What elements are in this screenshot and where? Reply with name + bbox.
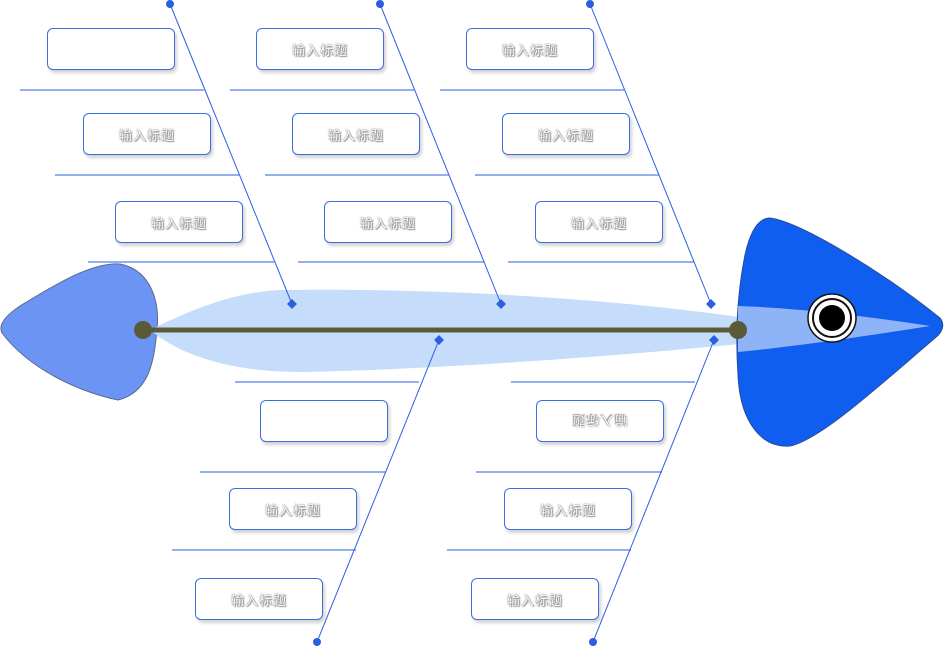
bone-top-3 <box>589 3 712 305</box>
cause-box-label: 输入标题 <box>118 128 175 144</box>
bone-bottom-1 <box>316 339 440 643</box>
bone-top-2-start <box>376 0 384 8</box>
spine-end-head <box>729 321 747 339</box>
cause-box-label: 输入标题 <box>264 503 321 519</box>
bone-top-1 <box>169 3 293 305</box>
cause-box-top-1[interactable] <box>47 28 175 70</box>
cause-box-bottom-1[interactable] <box>260 400 388 442</box>
cause-box-top-7[interactable]: 输入标题 <box>115 201 243 243</box>
fish-eye-pupil <box>819 305 845 331</box>
spine-end-tail <box>134 321 152 339</box>
cause-box-bottom-6[interactable]: 输入标题 <box>471 578 599 620</box>
cause-box-label: 输入标题 <box>570 216 627 232</box>
cause-box-bottom-2[interactable]: 输入标题 <box>536 400 664 442</box>
cause-box-bottom-3[interactable]: 输入标题 <box>229 488 357 530</box>
cause-box-top-6[interactable]: 输入标题 <box>502 113 630 155</box>
cause-box-top-4[interactable]: 输入标题 <box>83 113 211 155</box>
bone-bottom-1-start <box>434 335 444 345</box>
cause-box-label: 输入标题 <box>506 593 563 609</box>
cause-box-label: 输入标题 <box>150 216 207 232</box>
fish-tail <box>0 263 159 401</box>
cause-box-top-3[interactable]: 输入标题 <box>466 28 594 70</box>
cause-box-label: 输入标题 <box>501 43 558 59</box>
cause-box-top-9[interactable]: 输入标题 <box>535 201 663 243</box>
cause-box-top-2[interactable]: 输入标题 <box>256 28 384 70</box>
bone-bottom-2 <box>592 339 715 643</box>
cause-box-label: 输入标题 <box>327 128 384 144</box>
cause-box-label: 输入标题 <box>537 128 594 144</box>
bone-bottom-1-end <box>313 638 321 646</box>
cause-box-bottom-5[interactable]: 输入标题 <box>195 578 323 620</box>
cause-box-label: 输入标题 <box>571 411 628 427</box>
bone-top-3-end <box>706 299 716 309</box>
cause-box-label: 输入标题 <box>359 216 416 232</box>
bone-top-2-end <box>496 299 506 309</box>
bone-bottom-2-end <box>589 638 597 646</box>
bone-top-1-start <box>166 0 174 8</box>
cause-box-label: 输入标题 <box>230 593 287 609</box>
bone-top-3-start <box>586 0 594 8</box>
cause-box-bottom-4[interactable]: 输入标题 <box>504 488 632 530</box>
bone-bottom-2-start <box>709 335 719 345</box>
cause-box-label: 输入标题 <box>539 503 596 519</box>
cause-box-top-5[interactable]: 输入标题 <box>292 113 420 155</box>
bone-top-1-end <box>287 299 297 309</box>
cause-box-label: 输入标题 <box>291 43 348 59</box>
cause-box-top-8[interactable]: 输入标题 <box>324 201 452 243</box>
bone-top-2 <box>379 3 502 305</box>
